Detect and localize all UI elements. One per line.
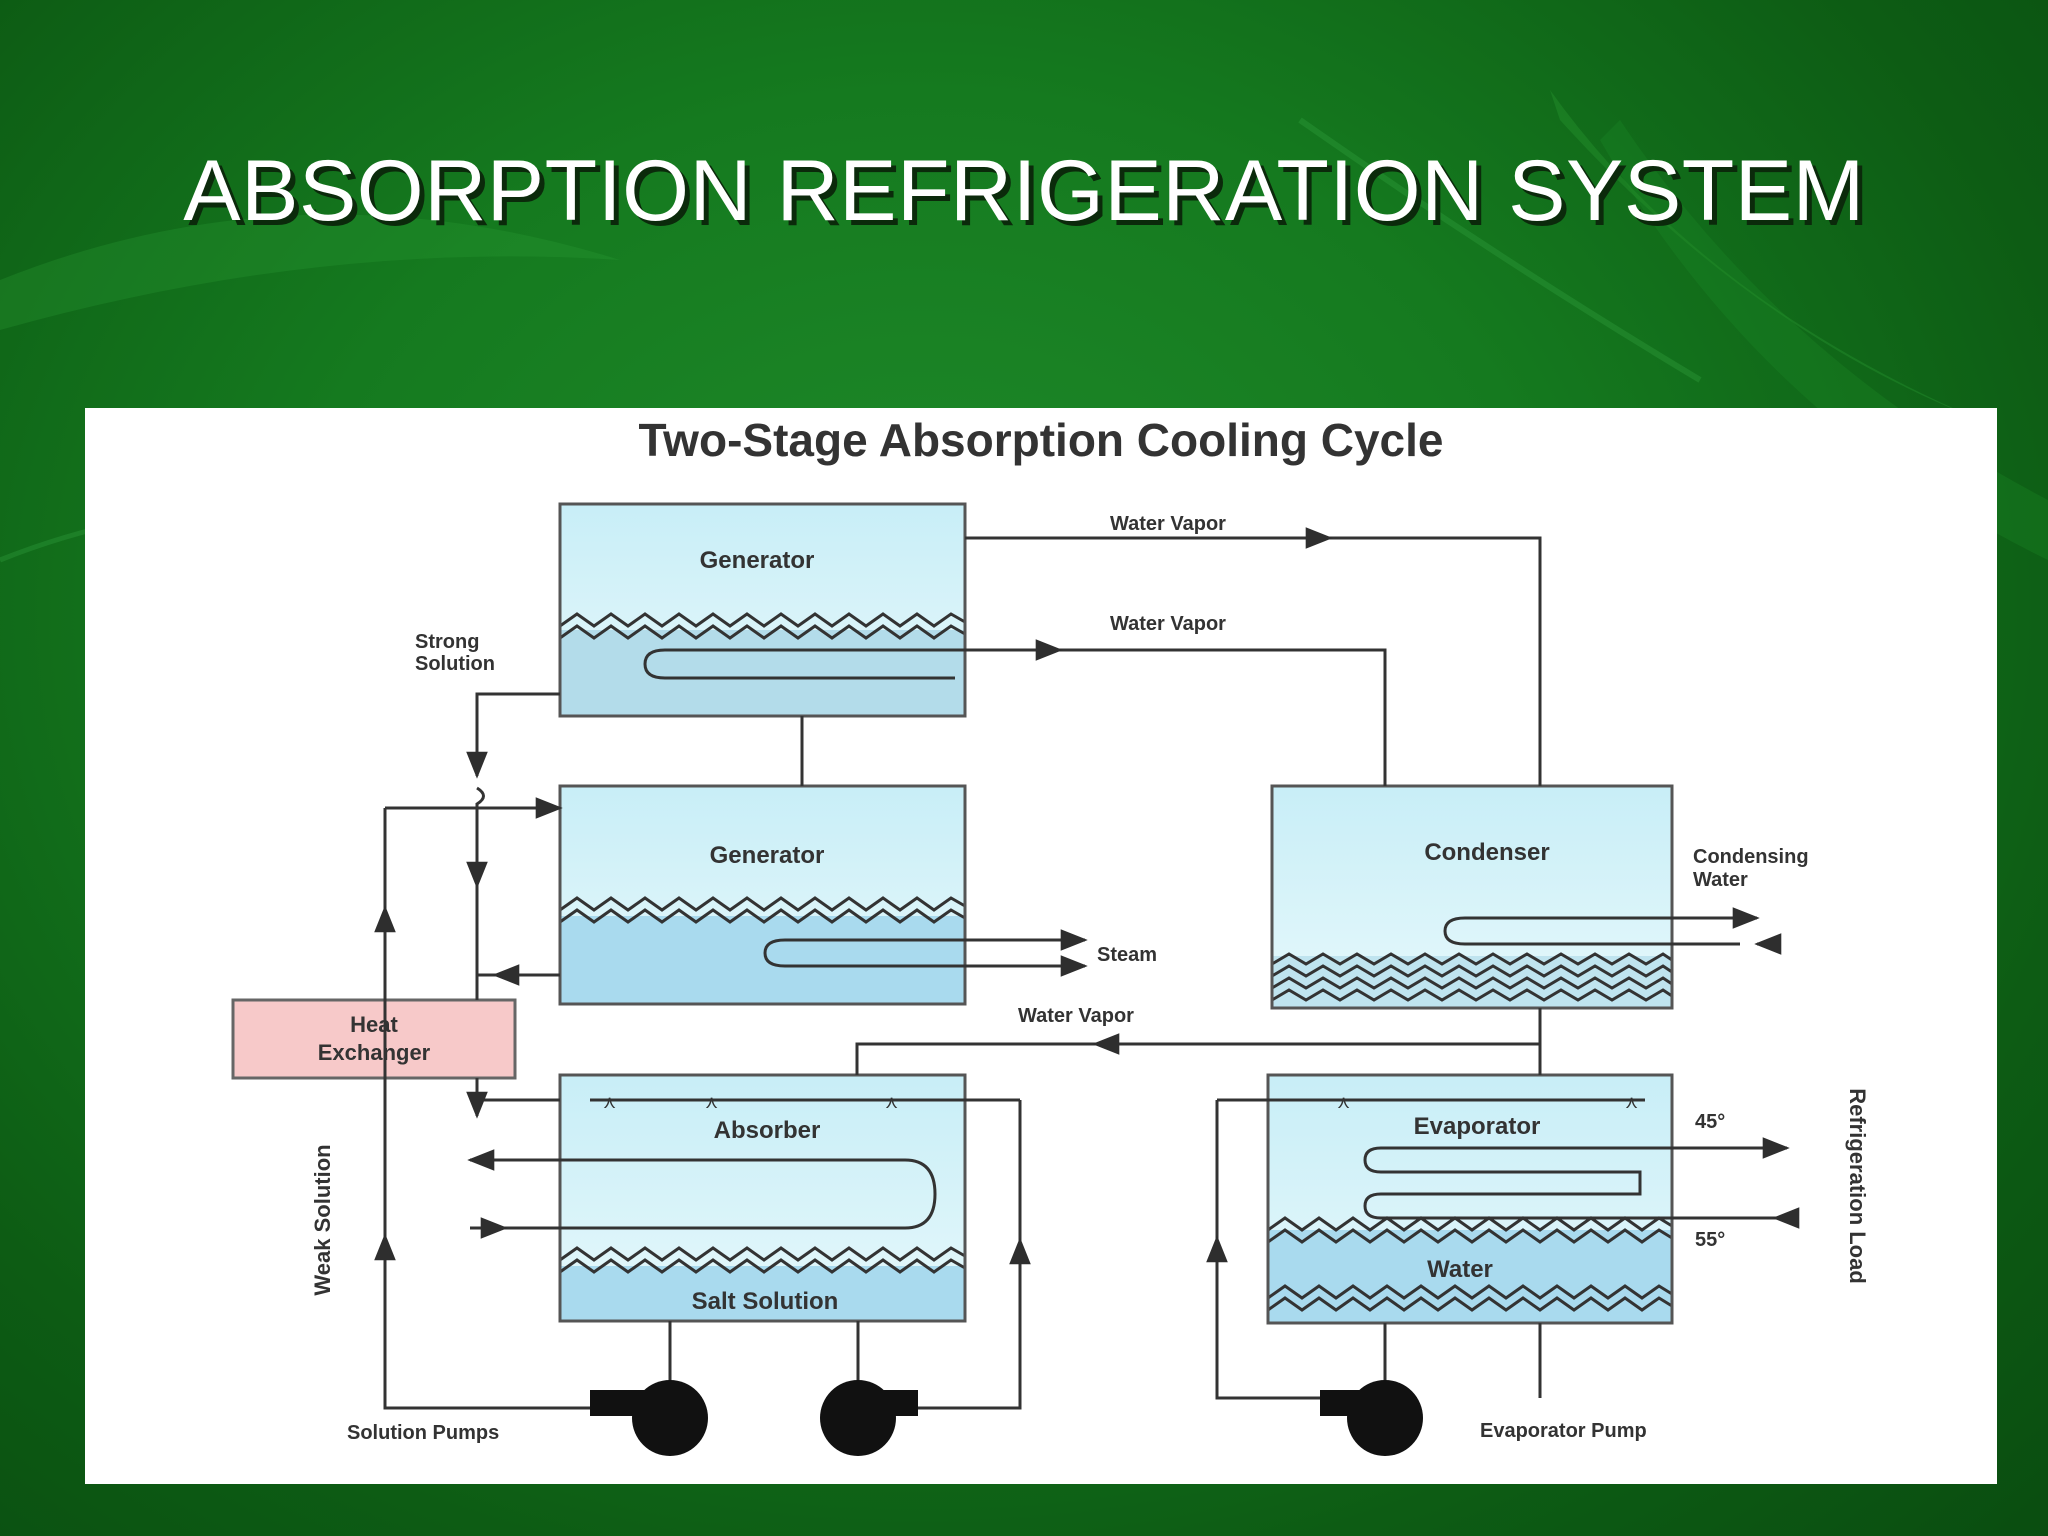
piping	[374, 527, 1542, 1410]
water-vapor-label-3: Water Vapor	[1018, 1005, 1134, 1027]
temp-55-label: 55°	[1695, 1229, 1725, 1251]
evaporator-pump	[1320, 1380, 1423, 1456]
water-label: Water	[1427, 1256, 1493, 1283]
absorption-cycle-diagram: Two-Stage Absorption Cooling Cycle Gener…	[231, 414, 1870, 1456]
svg-text:⋏: ⋏	[705, 1092, 718, 1112]
condenser-label: Condenser	[1424, 839, 1549, 866]
refrigeration-load-label: Refrigeration Load	[1845, 1088, 1870, 1284]
slide-title: ABSORPTION REFRIGERATION SYSTEM	[183, 143, 1865, 239]
solution-pump-1	[590, 1380, 708, 1456]
absorber-vessel	[558, 1073, 967, 1323]
heat-exchanger-box	[231, 998, 517, 1080]
water-vapor-label-1: Water Vapor	[1110, 513, 1226, 535]
svg-text:⋏: ⋏	[885, 1092, 898, 1112]
condensing-water-label-2: Water	[1693, 869, 1748, 891]
svg-text:⋏: ⋏	[603, 1092, 616, 1112]
solution-pumps-label: Solution Pumps	[347, 1422, 499, 1444]
generator-top-vessel	[558, 502, 967, 718]
absorber-label: Absorber	[714, 1117, 821, 1144]
temp-45-label: 45°	[1695, 1111, 1725, 1133]
water-vapor-label-2: Water Vapor	[1110, 613, 1226, 635]
svg-text:⋏: ⋏	[1625, 1092, 1638, 1112]
heat-exchanger-label-1: Heat	[350, 1012, 398, 1037]
evaporator-pump-label: Evaporator Pump	[1480, 1420, 1647, 1442]
strong-solution-label-1: Strong	[415, 631, 479, 653]
diagram-figure: Two-Stage Absorption Cooling Cycle Gener…	[85, 408, 1997, 1484]
generator-top-label: Generator	[700, 547, 815, 574]
diagram-title: Two-Stage Absorption Cooling Cycle	[639, 414, 1444, 466]
svg-text:⋏: ⋏	[1337, 1092, 1350, 1112]
generator-mid-label: Generator	[710, 842, 825, 869]
condenser-vessel	[1270, 784, 1674, 1010]
solution-pump-2	[820, 1380, 918, 1456]
steam-label: Steam	[1097, 944, 1157, 966]
heat-exchanger-label-2: Exchanger	[318, 1040, 431, 1065]
evaporator-vessel	[1266, 1073, 1674, 1325]
condensing-water-label-1: Condensing	[1693, 846, 1809, 868]
salt-solution-label: Salt Solution	[692, 1288, 839, 1315]
weak-solution-label: Weak Solution	[310, 1144, 335, 1295]
evaporator-label: Evaporator	[1414, 1113, 1541, 1140]
strong-solution-label-2: Solution	[415, 653, 495, 675]
generator-mid-vessel	[558, 784, 967, 1006]
